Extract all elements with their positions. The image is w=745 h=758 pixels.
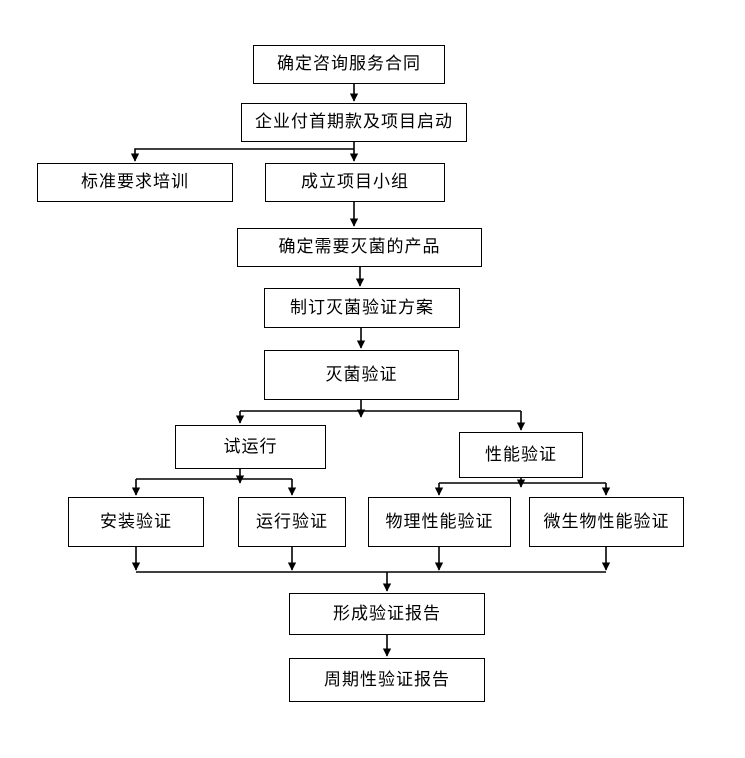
node-establish-project-team[interactable]: 成立项目小组 xyxy=(265,163,445,202)
edge-n2-n3 xyxy=(130,148,354,162)
node-draft-sterilization-validation-plan[interactable]: 制订灭菌验证方案 xyxy=(264,288,460,328)
node-label: 周期性验证报告 xyxy=(324,669,450,690)
node-periodic-validation-report[interactable]: 周期性验证报告 xyxy=(289,658,485,702)
node-label: 物理性能验证 xyxy=(385,511,494,532)
node-label: 性能验证 xyxy=(485,444,557,465)
node-label: 确定需要灭菌的产品 xyxy=(278,237,441,257)
node-label: 成立项目小组 xyxy=(301,172,409,192)
node-microbiological-performance-qualification[interactable]: 微生物性能验证 xyxy=(529,497,684,547)
node-performance-validation[interactable]: 性能验证 xyxy=(459,432,583,478)
node-operational-qualification[interactable]: 运行验证 xyxy=(238,497,346,547)
node-standard-requirement-training[interactable]: 标准要求培训 xyxy=(37,163,233,202)
node-label: 微生物性能验证 xyxy=(543,511,670,532)
node-label: 企业付首期款及项目启动 xyxy=(255,112,453,132)
node-installation-qualification[interactable]: 安装验证 xyxy=(68,497,204,547)
node-label: 制订灭菌验证方案 xyxy=(290,297,434,318)
node-trial-run[interactable]: 试运行 xyxy=(175,425,326,469)
node-label: 灭菌验证 xyxy=(325,364,398,385)
node-produce-validation-report[interactable]: 形成验证报告 xyxy=(289,593,485,635)
node-pay-deposit-and-project-start[interactable]: 企业付首期款及项目启动 xyxy=(241,103,467,142)
node-determine-products-to-sterilize[interactable]: 确定需要灭菌的产品 xyxy=(237,228,482,267)
node-label: 运行验证 xyxy=(256,511,328,532)
node-label: 标准要求培训 xyxy=(81,172,189,192)
node-label: 形成验证报告 xyxy=(333,603,441,624)
node-label: 确定咨询服务合同 xyxy=(277,54,421,74)
node-confirm-consulting-contract[interactable]: 确定咨询服务合同 xyxy=(253,45,445,84)
node-label: 试运行 xyxy=(223,436,278,457)
node-sterilization-validation[interactable]: 灭菌验证 xyxy=(264,350,459,400)
node-label: 安装验证 xyxy=(100,511,172,532)
node-physical-performance-qualification[interactable]: 物理性能验证 xyxy=(368,497,511,547)
